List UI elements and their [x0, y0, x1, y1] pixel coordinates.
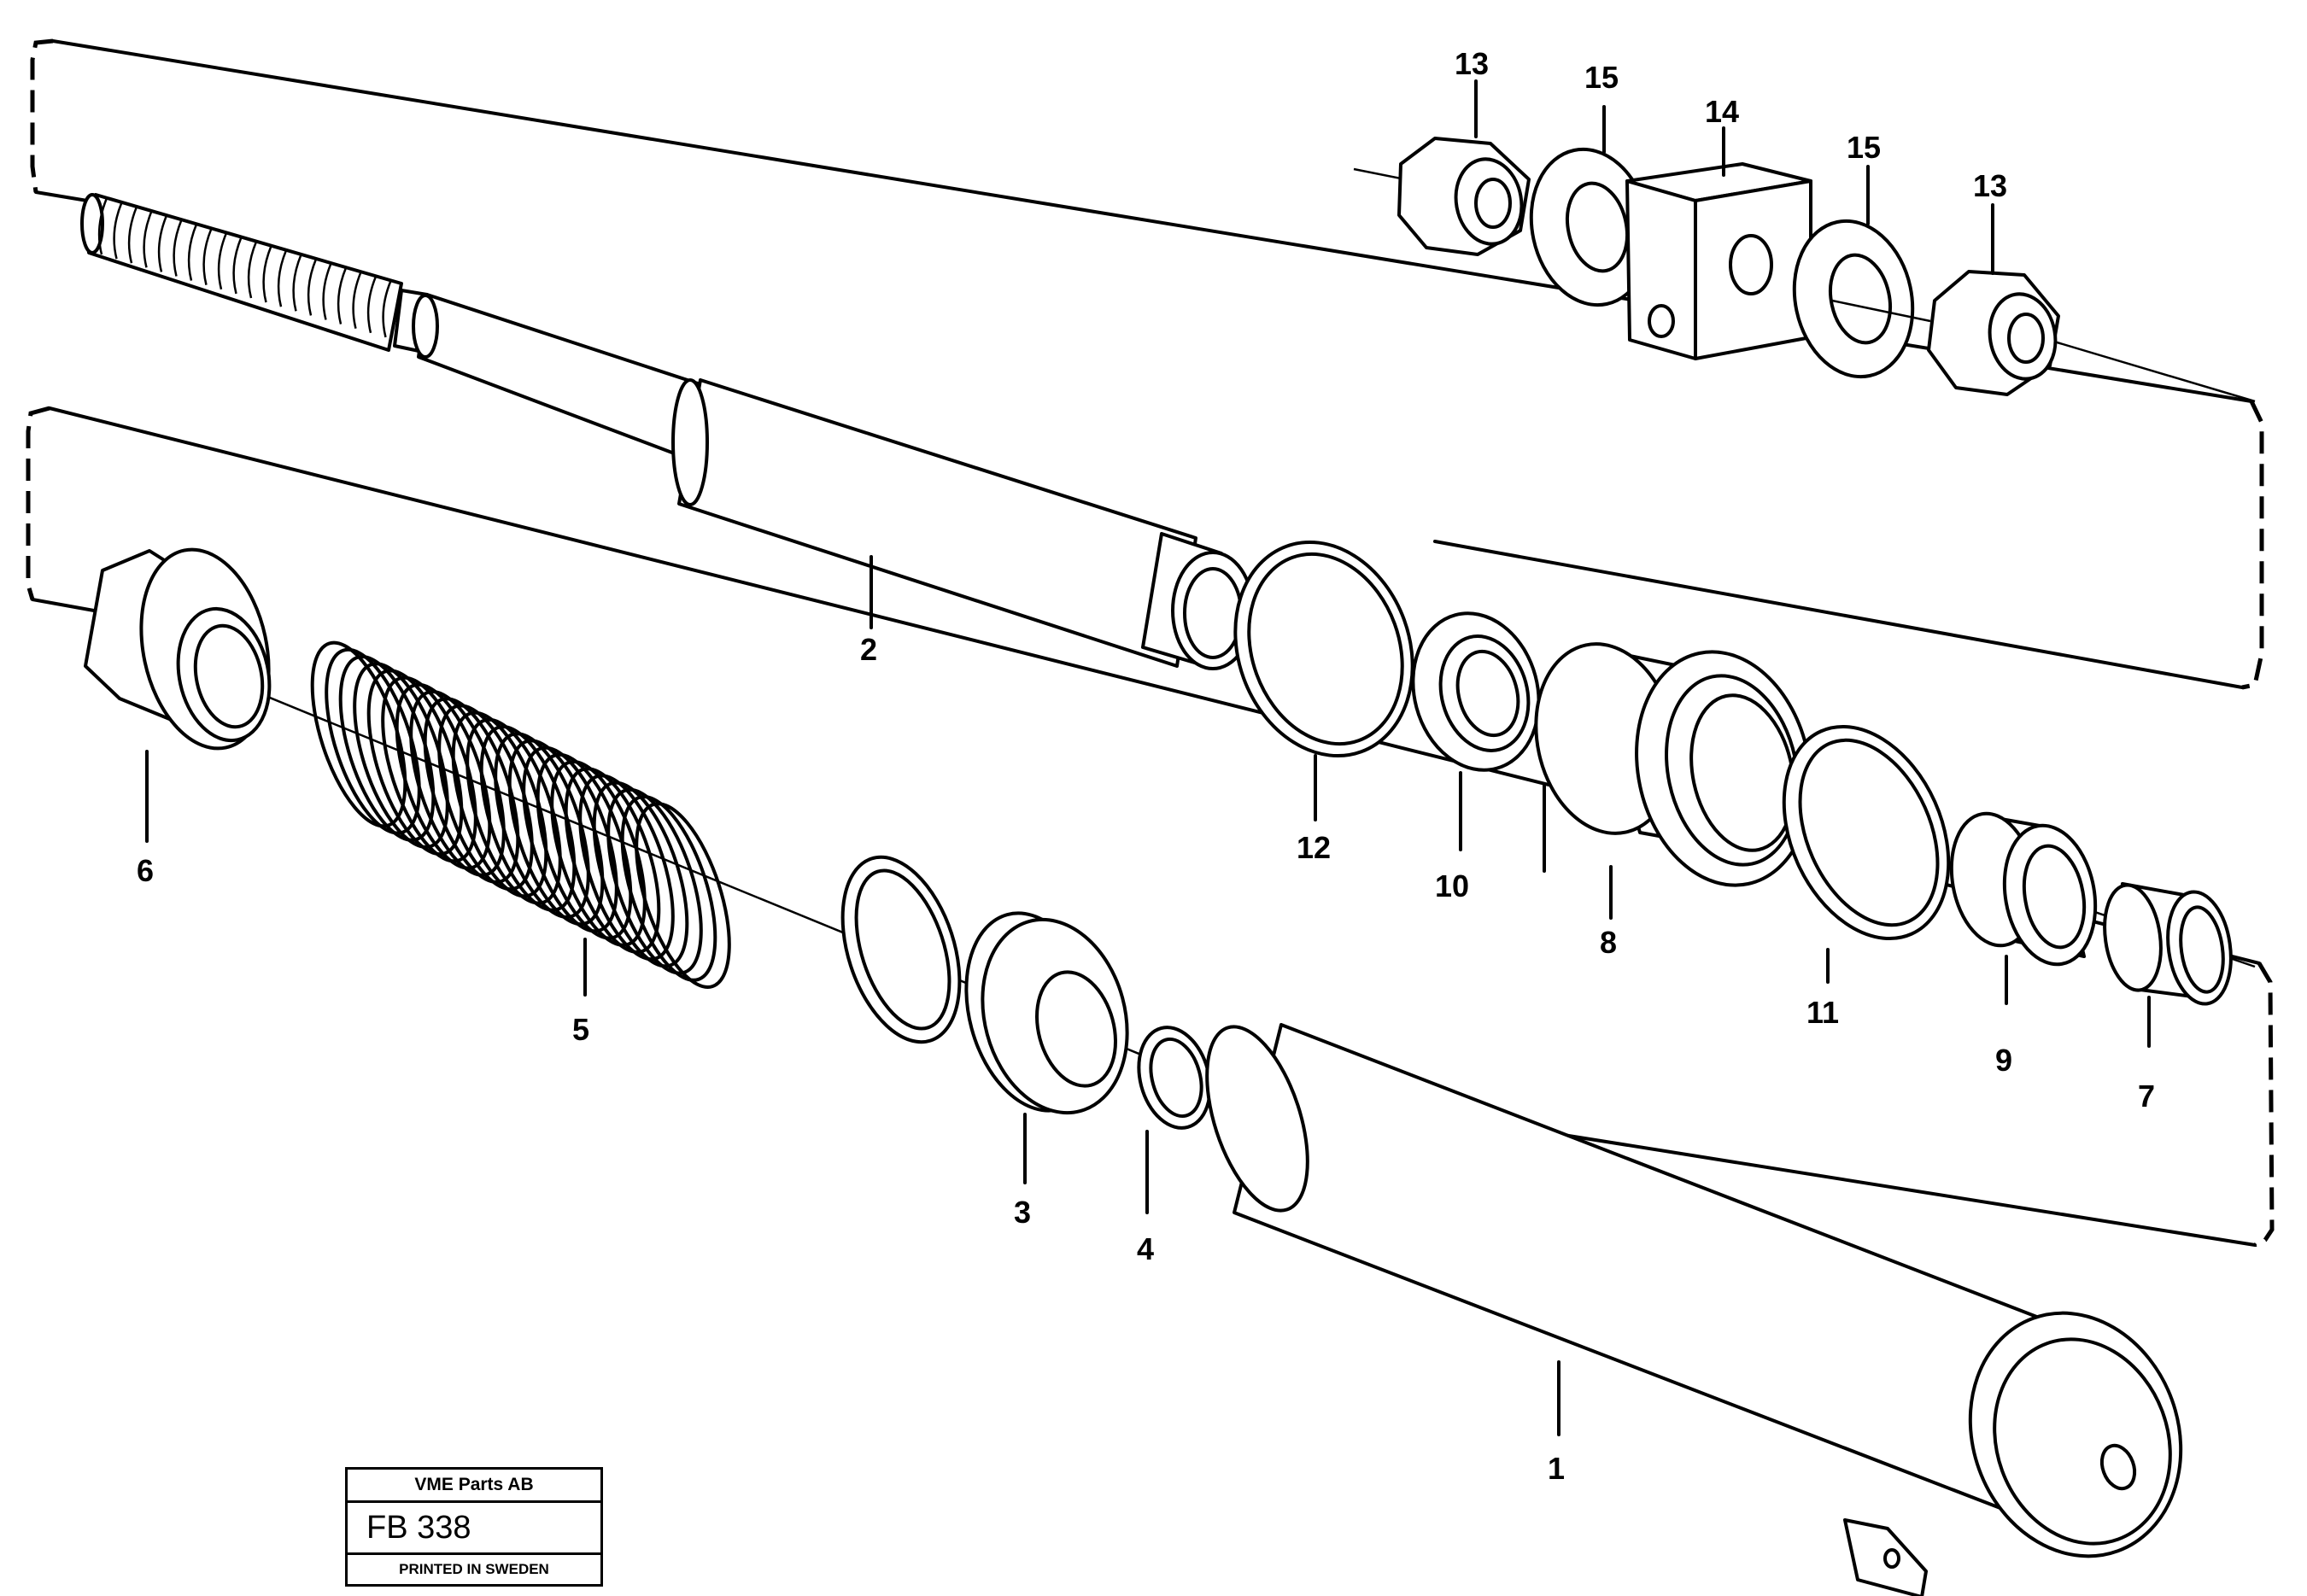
callout-labels: 1 2 3 4 5 6 7 8 9 10 11 12 13 14 15 13 1… — [137, 46, 2155, 1486]
callout-15-left: 15 — [1584, 60, 1619, 95]
washer-part-15-left — [1529, 147, 1652, 307]
callout-12: 12 — [1297, 830, 1331, 865]
callout-13-left: 13 — [1455, 46, 1489, 81]
washer-part-15-right — [1792, 219, 1915, 379]
nut-part-13-right — [1927, 270, 2060, 396]
stamp-company: VME Parts AB — [348, 1470, 600, 1503]
callout-6: 6 — [137, 853, 154, 888]
callout-5: 5 — [572, 1012, 589, 1047]
callout-1: 1 — [1548, 1451, 1565, 1486]
callout-3: 3 — [1014, 1195, 1031, 1230]
seal-ring-part-11 — [1782, 724, 1951, 941]
callout-10: 10 — [1435, 868, 1469, 903]
callout-13-right: 13 — [1973, 168, 2007, 203]
end-cap-part-6 — [84, 547, 272, 751]
leader-lines — [145, 79, 2151, 1436]
guide-bushing-part-9 — [1949, 811, 2098, 967]
callout-14: 14 — [1705, 94, 1739, 129]
nut-part-13-left — [1397, 137, 1531, 256]
title-stamp: VME Parts AB FB 338 PRINTED IN SWEDEN — [345, 1467, 603, 1587]
sleeve-part-7 — [2103, 882, 2233, 1006]
cylinder-tube-part-1 — [1205, 1023, 2183, 1596]
callout-15-right: 15 — [1847, 130, 1881, 165]
callout-4: 4 — [1137, 1231, 1154, 1266]
callout-8: 8 — [1600, 925, 1617, 960]
bushing-part-10 — [1411, 611, 1541, 772]
block-part-14 — [1625, 162, 1812, 360]
stamp-printed: PRINTED IN SWEDEN — [399, 1561, 549, 1577]
callout-11: 11 — [1806, 995, 1839, 1030]
piston-rod-part-2 — [80, 193, 1255, 670]
piston-part-8 — [1534, 642, 1812, 887]
callout-2: 2 — [860, 632, 877, 667]
callout-7: 7 — [2138, 1079, 2155, 1114]
o-ring-part-12 — [1233, 540, 1414, 758]
collar-part-3 — [964, 911, 1129, 1115]
callout-9: 9 — [1995, 1043, 2012, 1078]
spring-part-5 — [310, 640, 962, 1044]
stamp-code: FB 338 — [348, 1503, 600, 1555]
